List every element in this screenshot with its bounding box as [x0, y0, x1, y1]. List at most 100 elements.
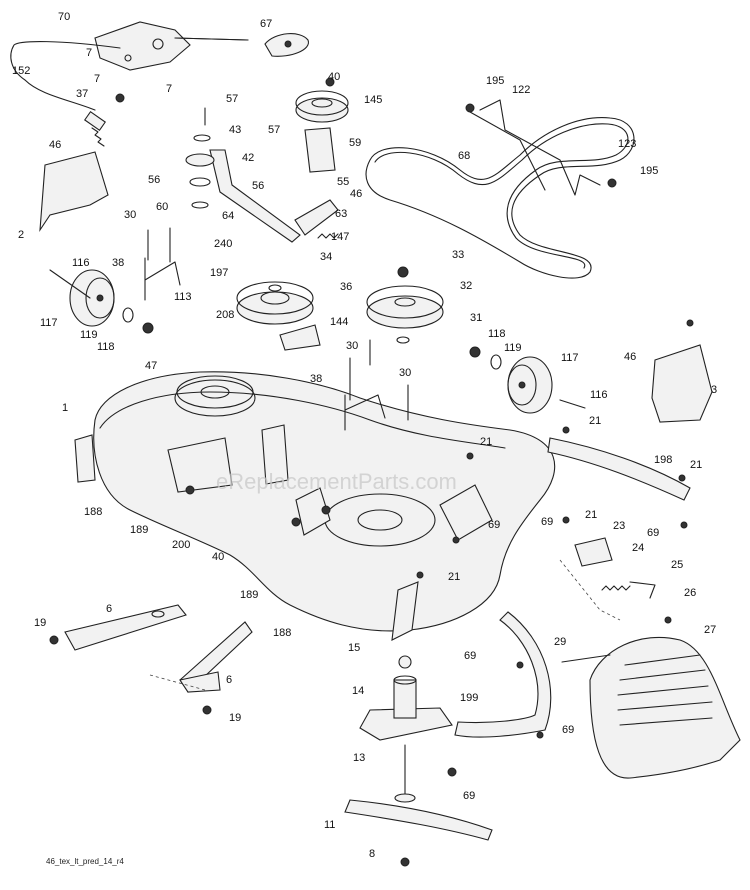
bracket-144[interactable]	[279, 324, 321, 351]
callout-c197: 197	[210, 267, 228, 279]
callout-c188a: 188	[84, 506, 102, 518]
drive-belt-68[interactable]	[365, 117, 635, 279]
callout-c1: 1	[62, 402, 68, 414]
callout-c69e: 69	[562, 724, 574, 736]
callout-c42: 42	[242, 152, 254, 164]
callout-c198: 198	[654, 454, 672, 466]
callout-c21d: 21	[585, 509, 597, 521]
callout-c25: 25	[671, 559, 683, 571]
callout-c188b: 188	[273, 627, 291, 639]
knob-67[interactable]	[264, 33, 309, 57]
bracket-23[interactable]	[574, 537, 613, 567]
callout-c116a: 116	[72, 257, 90, 269]
callout-c27: 27	[704, 624, 716, 636]
callout-c26: 26	[684, 587, 696, 599]
callout-c145: 145	[364, 94, 382, 106]
baffle-199[interactable]	[454, 611, 552, 738]
callout-c13: 13	[353, 752, 365, 764]
lift-bracket-70[interactable]	[94, 21, 249, 71]
callout-c199: 199	[460, 692, 478, 704]
discharge-chute-27[interactable]	[589, 636, 741, 779]
spindle-pulley-36[interactable]	[236, 281, 314, 325]
bolt-8[interactable]	[400, 857, 410, 867]
spindle-housing-14[interactable]	[359, 675, 453, 741]
nut-118-left[interactable]	[142, 322, 154, 334]
callout-c69d: 69	[464, 650, 476, 662]
callout-c7c: 7	[166, 83, 172, 95]
control-cable-152[interactable]	[10, 41, 121, 147]
deflector-3[interactable]	[651, 344, 713, 423]
gauge-wheel-117-right[interactable]	[507, 356, 553, 414]
blade-11[interactable]	[344, 799, 493, 841]
callout-c7b: 7	[94, 73, 100, 85]
callout-c21e: 21	[448, 571, 460, 583]
callout-c3: 3	[711, 384, 717, 396]
callout-c147: 147	[331, 231, 349, 243]
watermark: eReplacementParts.com	[216, 469, 457, 494]
callout-c69c: 69	[647, 527, 659, 539]
callout-c68: 68	[458, 150, 470, 162]
part-callouts: 7067777152374014519512257434257596812319…	[12, 11, 717, 860]
callout-c117b: 117	[561, 352, 579, 364]
drawing-code: 46_tex_lt_pred_14_r4	[46, 857, 124, 866]
nut-37[interactable]	[115, 93, 125, 103]
callout-c37: 37	[76, 88, 88, 100]
callout-c118b: 118	[488, 328, 506, 340]
callout-c56a: 56	[148, 174, 160, 186]
spindle-shaft-13[interactable]	[394, 744, 416, 803]
callout-c7a: 7	[86, 47, 92, 59]
callout-c69f: 69	[463, 790, 475, 802]
callout-c46a: 46	[49, 139, 61, 151]
deflector-2[interactable]	[39, 151, 109, 233]
callout-c23: 23	[613, 520, 625, 532]
callout-c15: 15	[348, 642, 360, 654]
callout-c11: 11	[324, 819, 335, 831]
callout-c43: 43	[229, 124, 241, 136]
callout-c240: 240	[214, 238, 232, 250]
gauge-wheel-117-left[interactable]	[69, 269, 115, 327]
lift-arm-6-lower[interactable]	[179, 621, 253, 693]
callout-c24: 24	[632, 542, 644, 554]
callout-c63: 63	[335, 208, 347, 220]
callout-c2: 2	[18, 229, 24, 241]
callout-c30c: 30	[399, 367, 411, 379]
callout-c116b: 116	[590, 389, 608, 401]
callout-c21c: 21	[690, 459, 702, 471]
bearing-15[interactable]	[398, 655, 412, 669]
spindle-pulley-32[interactable]	[366, 266, 444, 344]
spring-24[interactable]	[601, 585, 631, 591]
callout-c30b: 30	[346, 340, 358, 352]
callout-c19b: 19	[229, 712, 241, 724]
callout-c57a: 57	[226, 93, 238, 105]
callout-c113: 113	[174, 291, 192, 303]
lift-arm-6-upper[interactable]	[64, 604, 187, 651]
callout-c70: 70	[58, 11, 70, 23]
callout-c8: 8	[369, 848, 375, 860]
wheel-bracket-38-left[interactable]	[144, 257, 181, 301]
callout-c60: 60	[156, 201, 168, 213]
callout-c119b: 119	[504, 342, 522, 354]
bracket-63-spring-147[interactable]	[294, 199, 339, 239]
callout-c14: 14	[352, 685, 364, 697]
callout-c6a: 6	[106, 603, 112, 615]
callout-c32: 32	[460, 280, 472, 292]
callout-c34: 34	[320, 251, 332, 263]
mower-deck-1[interactable]	[74, 371, 556, 641]
callout-c67: 67	[260, 18, 272, 30]
belt-guide-122-123[interactable]	[465, 99, 617, 196]
idler-arm-64[interactable]	[185, 149, 301, 243]
callout-c57b: 57	[268, 124, 280, 136]
callout-c152: 152	[12, 65, 30, 77]
nut-118-right[interactable]	[469, 346, 481, 358]
callout-c122: 122	[512, 84, 530, 96]
callout-c31: 31	[470, 312, 482, 324]
callout-c195a: 195	[486, 75, 504, 87]
callout-c123: 123	[618, 138, 636, 150]
callout-c64: 64	[222, 210, 234, 222]
callout-c55: 55	[337, 176, 349, 188]
callout-c29: 29	[554, 636, 566, 648]
callout-c195b: 195	[640, 165, 658, 177]
idler-pulley-145[interactable]	[295, 77, 349, 173]
baffle-198[interactable]	[547, 437, 691, 501]
